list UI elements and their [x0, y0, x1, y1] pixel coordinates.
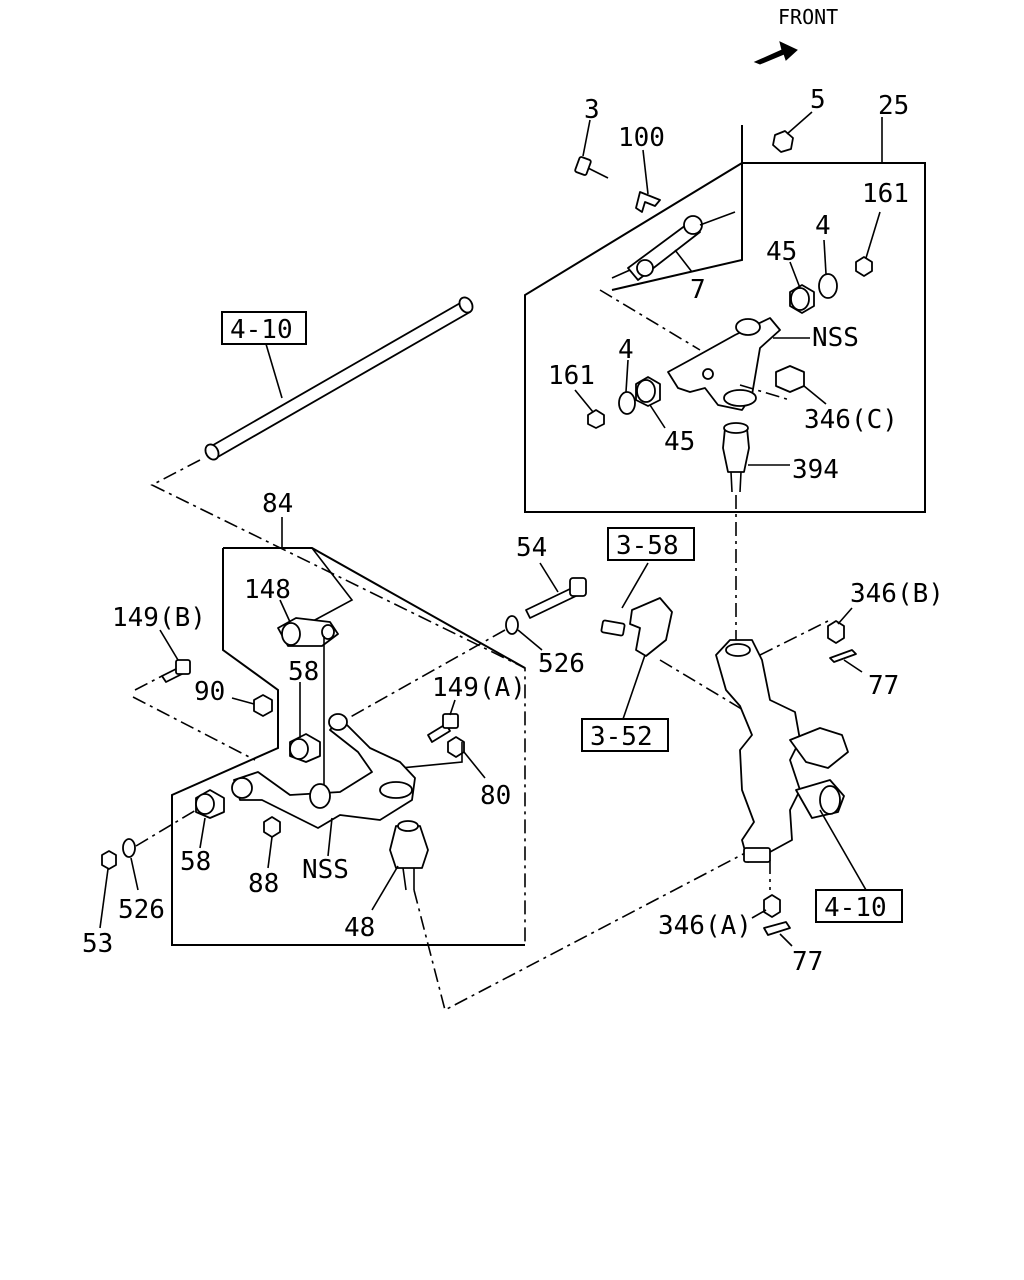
bolt-54	[525, 577, 587, 619]
callout-149b: 149(B)	[112, 603, 206, 633]
front-arrow-icon	[753, 41, 798, 65]
cotter-pin-77-top	[829, 649, 857, 663]
ref-box-4-10-bottom[interactable]: 4-10	[815, 889, 903, 923]
front-label: FRONT	[778, 5, 838, 29]
bracket-148	[277, 617, 339, 647]
nut-161-mid	[587, 409, 605, 429]
bolt-3	[574, 156, 609, 179]
front-indicator: FRONT	[753, 5, 838, 65]
callout-nss-lower: NSS	[302, 855, 349, 885]
callout-88: 88	[248, 869, 279, 899]
nut-53	[101, 850, 117, 870]
callout-5: 5	[810, 85, 826, 115]
bushing-58-bottom	[195, 789, 225, 819]
callout-394: 394	[792, 455, 839, 485]
ref-box-4-10-top[interactable]: 4-10	[221, 311, 307, 345]
callout-149a: 149(A)	[432, 673, 526, 703]
callout-80: 80	[480, 781, 511, 811]
lower-arm-group	[132, 517, 587, 946]
cotter-pin-77-bottom	[763, 921, 791, 936]
nut-88	[263, 816, 281, 838]
sensor-bracket	[600, 597, 673, 657]
nut-346b	[827, 620, 845, 644]
washer-526-right	[505, 615, 519, 635]
callout-4-mid: 4	[618, 335, 634, 365]
callout-45-mid: 45	[664, 427, 695, 457]
callout-25: 25	[878, 91, 909, 121]
callout-54: 54	[516, 533, 547, 563]
ref-4-10-top-label: 4-10	[230, 315, 293, 345]
ball-joint-48	[389, 820, 429, 891]
nut-5	[772, 130, 794, 153]
nut-161-top	[855, 256, 873, 277]
steering-knuckle	[715, 639, 849, 863]
lower-group-frame	[171, 547, 526, 946]
callout-90: 90	[194, 677, 225, 707]
washer-4-mid	[618, 391, 636, 415]
bolt-149b	[161, 659, 191, 683]
callout-346b: 346(B)	[850, 579, 944, 609]
callout-48: 48	[344, 913, 375, 943]
nut-346c	[775, 365, 805, 393]
callout-58-bottom: 58	[180, 847, 211, 877]
callout-58-top: 58	[288, 657, 319, 687]
callout-526-right: 526	[538, 649, 585, 679]
ref-3-52-label: 3-52	[590, 722, 653, 752]
upper-control-arm	[667, 317, 781, 411]
callout-3: 3	[584, 95, 600, 125]
callout-nss-upper: NSS	[812, 323, 859, 353]
torsion-bar-link-line	[150, 459, 526, 945]
upper-group-frame	[524, 125, 926, 513]
callout-346a: 346(A)	[658, 911, 752, 941]
callout-7: 7	[690, 275, 706, 305]
callout-100: 100	[618, 123, 665, 153]
ref-box-3-52[interactable]: 3-52	[581, 718, 669, 752]
callout-161-top: 161	[862, 179, 909, 209]
callout-45-top: 45	[766, 237, 797, 267]
bushing-58-top	[289, 733, 321, 763]
ref-4-10-bottom-label: 4-10	[824, 893, 887, 923]
callout-526-left: 526	[118, 895, 165, 925]
washer-4-top	[818, 273, 838, 299]
nut-90	[253, 694, 273, 717]
callout-53: 53	[82, 929, 113, 959]
bolt-149a	[427, 713, 459, 743]
callout-77-bottom: 77	[792, 947, 823, 977]
bushing-45-mid	[635, 376, 661, 407]
clip-100	[635, 191, 661, 213]
washer-526-left	[122, 838, 136, 858]
ref-3-58-label: 3-58	[616, 531, 679, 561]
nut-346a	[763, 894, 781, 918]
shaft-7	[611, 211, 736, 281]
bushing-45-top	[789, 284, 815, 314]
callout-4-top: 4	[815, 211, 831, 241]
callout-346c: 346(C)	[804, 405, 898, 435]
ref-box-3-58[interactable]: 3-58	[607, 527, 695, 561]
callout-84: 84	[262, 489, 293, 519]
torsion-bar	[204, 296, 474, 461]
upper-arm-group	[524, 111, 926, 513]
ball-joint-394	[722, 422, 750, 493]
lower-control-arm	[231, 713, 416, 829]
callout-161-mid: 161	[548, 361, 595, 391]
callout-148: 148	[244, 575, 291, 605]
callout-77-top: 77	[868, 671, 899, 701]
